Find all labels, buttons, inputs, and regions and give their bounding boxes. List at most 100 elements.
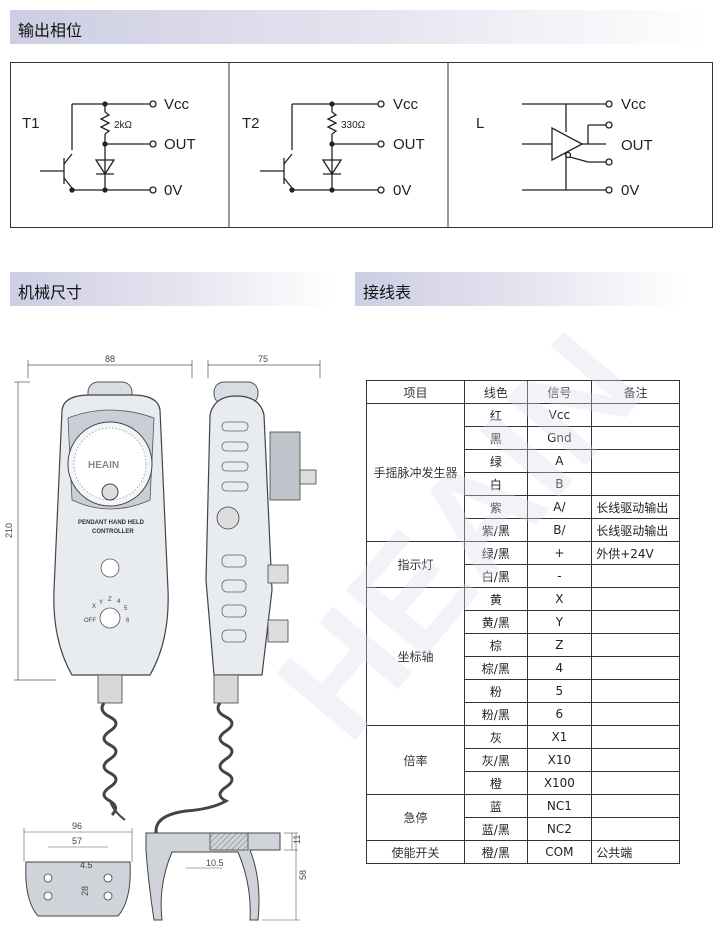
- circuit-t1-vcc: Vcc: [164, 96, 190, 113]
- signal-cell: COM: [526, 840, 593, 864]
- circuit-t2-0v: 0V: [393, 182, 411, 199]
- circuit-t1-0v: 0V: [164, 182, 182, 199]
- circuit-l: [522, 100, 613, 194]
- wire-color-cell: 灰: [464, 725, 528, 749]
- circuit-t1-resistor: 2kΩ: [114, 120, 133, 131]
- output-phase-diagrams: T1 2kΩ Vcc OUT 0V T2: [10, 62, 713, 228]
- signal-cell: 4: [526, 656, 593, 680]
- note-cell: [591, 702, 680, 726]
- group-label: 指示灯: [365, 541, 466, 588]
- note-cell: [591, 817, 680, 841]
- signal-cell: X100: [526, 771, 593, 795]
- note-cell: 长线驱动输出: [591, 518, 680, 542]
- wire-color-cell: 蓝: [464, 794, 528, 818]
- circuit-t2-resistor: 330Ω: [341, 120, 366, 131]
- table-header-row: 项目 线色 信号 备注: [365, 380, 680, 404]
- wire-color-cell: 粉: [464, 679, 528, 703]
- table-row: 白/黑-: [367, 564, 680, 588]
- bracket-front-view: 96 57 4.5 28: [23, 821, 133, 917]
- signal-cell: X: [526, 587, 593, 611]
- circuit-t1-out: OUT: [164, 136, 196, 153]
- dim-front-width: 88: [105, 354, 115, 364]
- note-cell: [591, 679, 680, 703]
- circuit-t2-name: T2: [242, 115, 260, 132]
- wire-color-cell: 白/黑: [464, 564, 528, 588]
- wire-color-cell: 红: [464, 403, 528, 427]
- dim-bracket-width: 96: [72, 821, 82, 831]
- pendant-side-view: [154, 381, 317, 841]
- wire-color-cell: 黑: [464, 426, 528, 450]
- group-label: 急停: [365, 794, 466, 841]
- circuit-t1-name: T1: [22, 115, 40, 132]
- note-cell: [591, 725, 680, 749]
- wire-color-cell: 灰/黑: [464, 748, 528, 772]
- dim-bracket-height: 58: [298, 870, 308, 880]
- signal-cell: B/: [526, 518, 593, 542]
- col-header-color: 线色: [464, 380, 528, 404]
- section-header-output-phase: 输出相位: [10, 10, 710, 44]
- pendant-label-line2: CONTROLLER: [92, 529, 134, 535]
- switch-label-6: 6: [126, 618, 130, 624]
- circuit-l-name: L: [476, 115, 484, 132]
- wire-color-cell: 橙: [464, 771, 528, 795]
- note-cell: [591, 610, 680, 634]
- circuit-l-out: OUT: [621, 137, 653, 154]
- wire-color-cell: 橙/黑: [464, 840, 528, 864]
- pendant-front-view: HEAIN PENDANT HAND HELD CONTROLLER X Y Z…: [53, 381, 169, 821]
- group-label: 坐标轴: [365, 587, 466, 726]
- circuit-t2-out: OUT: [393, 136, 425, 153]
- dim-bracket-inner-height: 28: [80, 886, 90, 896]
- col-header-signal: 信号: [526, 380, 593, 404]
- signal-cell: 5: [526, 679, 593, 703]
- dim-height: 210: [4, 523, 14, 538]
- switch-label-5: 5: [124, 606, 128, 612]
- dim-bracket-lip: 10.5: [206, 858, 224, 868]
- signal-cell: Vcc: [526, 403, 593, 427]
- dim-bracket-top: 11: [292, 835, 302, 844]
- signal-cell: Z: [526, 633, 593, 657]
- wire-color-cell: 绿/黑: [464, 541, 528, 565]
- col-header-item: 项目: [365, 380, 466, 404]
- dim-bracket-inner: 57: [72, 836, 82, 846]
- wire-color-cell: 黄: [464, 587, 528, 611]
- signal-cell: X10: [526, 748, 593, 772]
- pendant-label-line1: PENDANT HAND HELD: [78, 520, 145, 526]
- section-title: 输出相位: [18, 21, 83, 40]
- col-header-note: 备注: [591, 380, 680, 404]
- bracket-side-view: 11 58 10.5: [145, 832, 308, 921]
- signal-cell: NC2: [526, 817, 593, 841]
- group-label: 手摇脉冲发生器: [365, 403, 466, 542]
- note-cell: [591, 587, 680, 611]
- circuit-t2: [260, 100, 385, 194]
- table-row: 指示灯绿/黑+外供+24V: [365, 541, 680, 588]
- circuit-l-0v: 0V: [621, 182, 639, 199]
- switch-label-y: Y: [99, 600, 103, 606]
- note-cell: 公共端: [591, 840, 680, 864]
- wire-color-cell: 棕/黑: [464, 656, 528, 680]
- section-header-wiring: 接线表: [355, 272, 685, 306]
- brand-on-dial: HEAIN: [88, 460, 119, 471]
- note-cell: [591, 633, 680, 657]
- signal-cell: Gnd: [526, 426, 593, 450]
- signal-cell: Y: [526, 610, 593, 634]
- signal-cell: B: [526, 472, 593, 496]
- section-title: 机械尺寸: [18, 283, 83, 302]
- circuit-l-vcc: Vcc: [621, 96, 647, 113]
- switch-label-x: X: [92, 604, 96, 610]
- note-cell: [591, 748, 680, 772]
- note-cell: 长线驱动输出: [591, 495, 680, 519]
- group-label: 使能开关: [365, 840, 466, 864]
